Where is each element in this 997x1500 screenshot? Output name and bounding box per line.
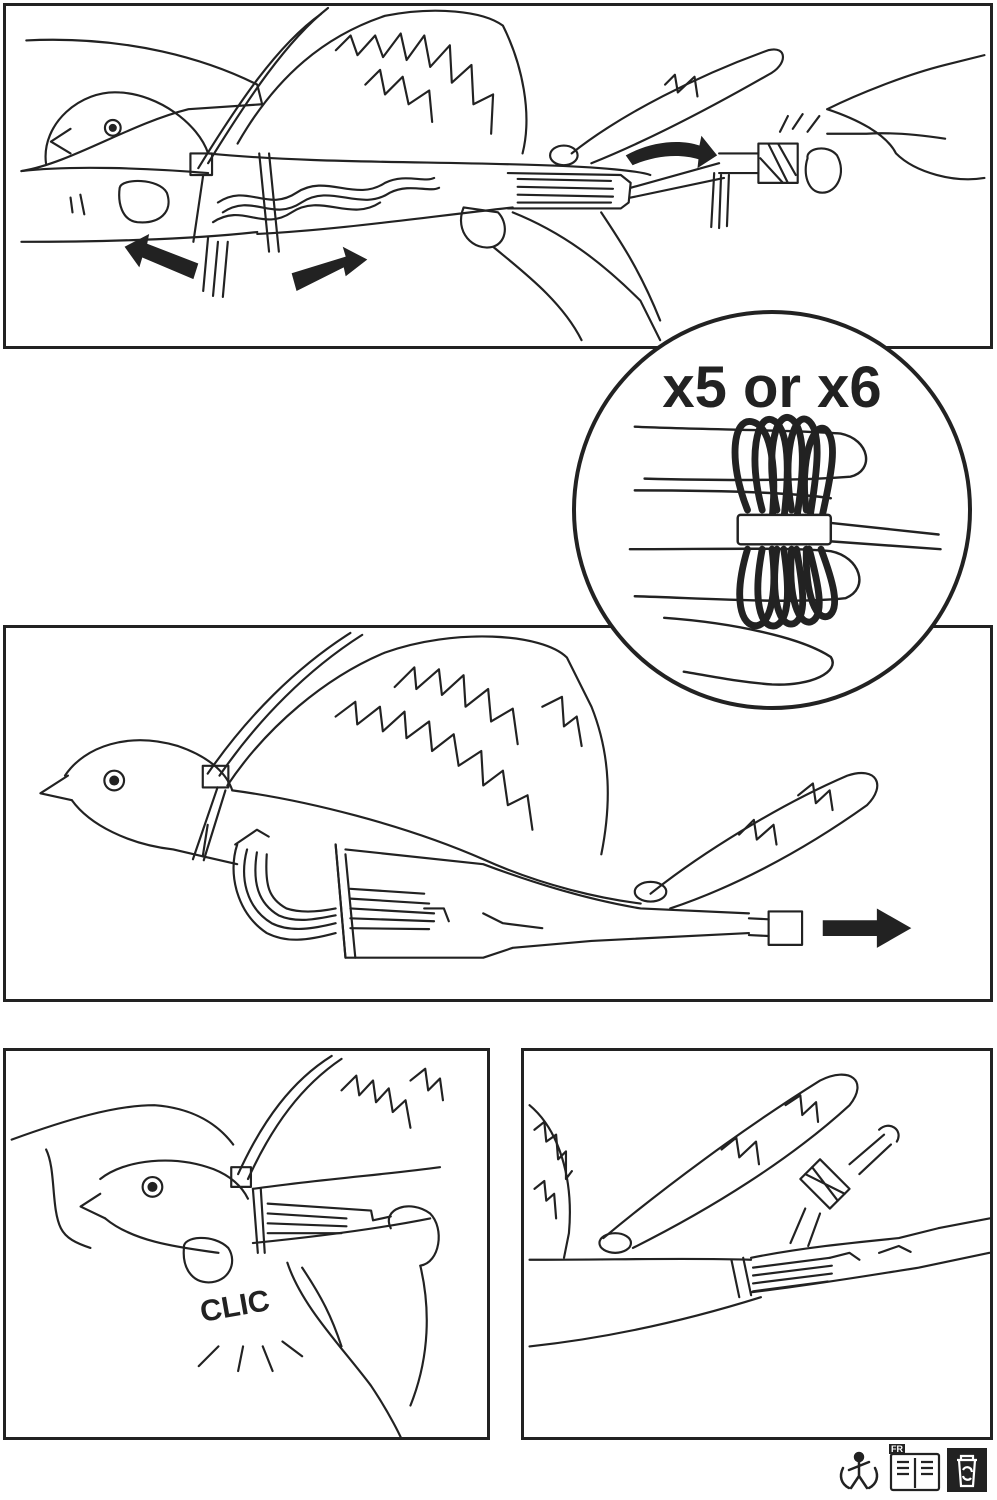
bird-eye [103,769,126,792]
arrow-right [822,908,912,948]
bird-wing-edge [528,1104,571,1259]
bird-wing [237,1054,333,1176]
bird-eye [103,118,122,137]
step-2-illustration [39,631,912,959]
bird-body [528,1257,753,1261]
tail-wrap [506,171,632,210]
plug-clip [767,910,804,946]
bird-wing [236,9,528,155]
recycling-footer: FR [837,1444,987,1492]
elastic-strap [197,12,323,170]
elastic-strap [206,631,352,775]
upper-hand [10,1104,235,1146]
thumb [182,1236,234,1284]
bird-head [44,91,210,165]
right-hand [826,54,986,111]
clip-holder [736,513,833,546]
step-4-illustration [528,1073,990,1348]
wrap-detail-illustration [628,414,942,686]
language-badge: FR [889,1444,905,1454]
bird-beak [49,127,72,155]
thumb [118,179,170,224]
recycle-bin-icon [947,1448,987,1492]
detail-callout: x5 or x6 [572,310,972,710]
arrow-left [124,233,199,280]
feather-wires [751,1256,833,1293]
arrow-right [291,246,368,291]
sorting-info-leaflet-icon: FR [889,1444,941,1492]
step-panel-3 [3,1048,490,1440]
step-3-illustration [10,1054,445,1437]
bird-eye [141,1175,164,1198]
bird-head [63,739,234,792]
tail-wrap [730,1256,753,1299]
left-hand [20,38,264,173]
lower-hand [387,1205,440,1267]
bird-beak [39,774,73,802]
bird-wing [226,635,609,856]
step-panel-4 [521,1048,993,1440]
tail-feather [570,48,785,165]
wrap-count-label: x5 or x6 [662,355,882,420]
feather-wires [216,176,436,204]
tail-feather [602,1073,859,1250]
feather-wires [266,1202,348,1235]
plug-clip [799,1158,851,1210]
tail-feather [649,772,879,910]
bird-head [99,1159,250,1200]
recycle-triman-icon [839,1451,879,1490]
bird-body [207,152,652,177]
feather-wires [232,843,337,941]
bird-beak [79,1192,107,1220]
step-panel-1 [3,3,993,349]
bird-body [231,789,642,905]
step-1-illustration [20,6,986,342]
arrow-curved [625,135,718,169]
